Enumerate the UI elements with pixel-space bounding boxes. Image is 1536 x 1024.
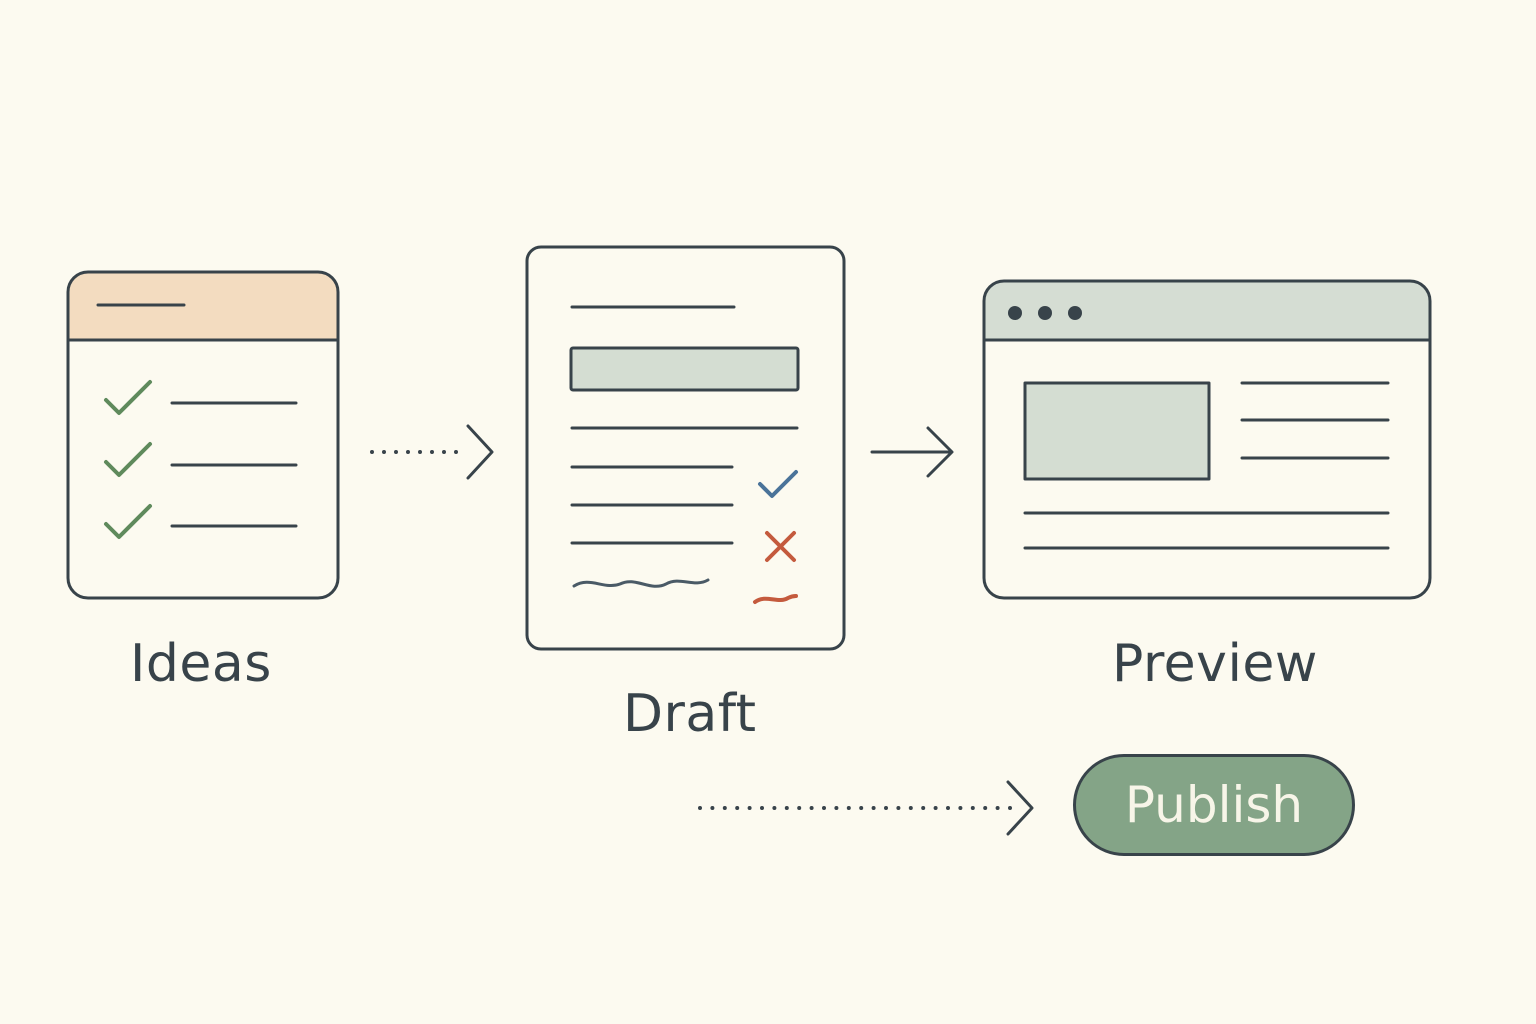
- ideas-card-icon: [66, 270, 340, 600]
- preview-label: Preview: [1112, 634, 1318, 694]
- cross-icon: [765, 531, 796, 562]
- check-icon: [758, 470, 798, 498]
- dotted-arrow-icon: [370, 424, 494, 480]
- ideas-label: Ideas: [130, 634, 272, 694]
- draft-document-icon: [525, 245, 846, 651]
- check-icon: [104, 442, 152, 477]
- squiggle-icon: [753, 594, 798, 604]
- checklist-checks: [104, 380, 152, 539]
- dotted-arrow-icon: [698, 780, 1034, 836]
- check-icon: [104, 380, 152, 415]
- publish-button[interactable]: Publish: [1073, 754, 1355, 856]
- browser-window-icon: [982, 279, 1432, 600]
- draft-label: Draft: [623, 684, 757, 744]
- publish-button-label: Publish: [1124, 776, 1304, 834]
- check-icon: [104, 504, 152, 539]
- arrow-icon: [870, 426, 954, 478]
